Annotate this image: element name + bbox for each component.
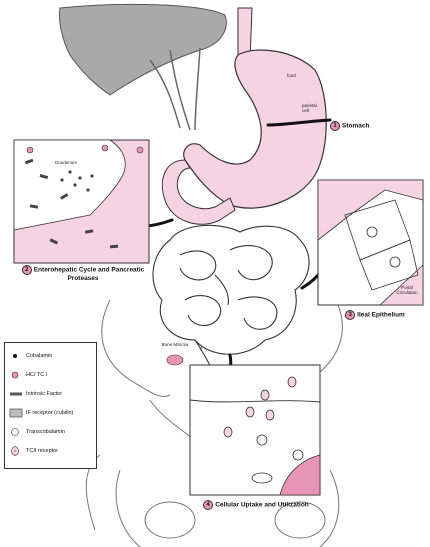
bone-marrow-cell [167,355,183,365]
liver-shape [59,4,226,95]
callout-ileal-number: 3 [345,310,355,320]
callout-cellular-label: Cellular Uptake and Utilization [215,502,309,509]
legend-label: HC/ TC I [26,371,47,379]
label-duodenum: Duodenum [55,160,77,165]
legend-box: Cobalamin HC/ TC I Intrinsic Factor IF r… [4,342,97,469]
legend-item-hc-tc: HC/ TC I [9,370,95,380]
callout-enterohepatic-label: Enterohepatic Cycle and Pancreatic Prote… [34,267,145,282]
legend-item-intrinsic-factor: Intrinsic Factor [9,389,95,399]
callout-ileal-label: Ileal Epithelium [357,312,405,319]
callout-stomach-number: 1 [330,121,340,131]
callout-stomach-label: Stomach [342,123,369,130]
if-receptor-icon [9,408,23,418]
legend-item-transcobalamin: Transcobalamin [9,427,95,437]
stomach-shape [184,50,327,208]
label-portal-circulation: Portal Circulation [392,285,422,295]
callout-cellular-number: 4 [203,500,213,510]
intrinsic-factor-icon [9,389,23,399]
legend-item-cobalamin: Cobalamin [9,351,95,361]
legend-label: Cobalamin [26,352,52,360]
small-intestine [153,225,309,375]
label-bone-marrow: Bone Marrow [160,342,190,347]
legend-label: Intrinsic Factor [26,390,62,398]
hc-tc-icon [9,370,23,380]
transcobalamin-icon [9,427,23,437]
label-food: food [287,73,296,78]
legend-item-tcii-receptor: TCII receptor [9,446,95,456]
legend-label: IF receptor (cubilin) [26,409,73,417]
legend-item-if-receptor: IF receptor (cubilin) [9,408,95,418]
legend-label: Transcobalamin [26,428,65,436]
cobalamin-dot-icon [9,351,23,361]
callout-enterohepatic-number: 2 [22,265,32,275]
tcii-receptor-icon [9,446,23,456]
label-parietal: parietal cell [302,103,324,113]
legend-label: TCII receptor [26,447,58,455]
